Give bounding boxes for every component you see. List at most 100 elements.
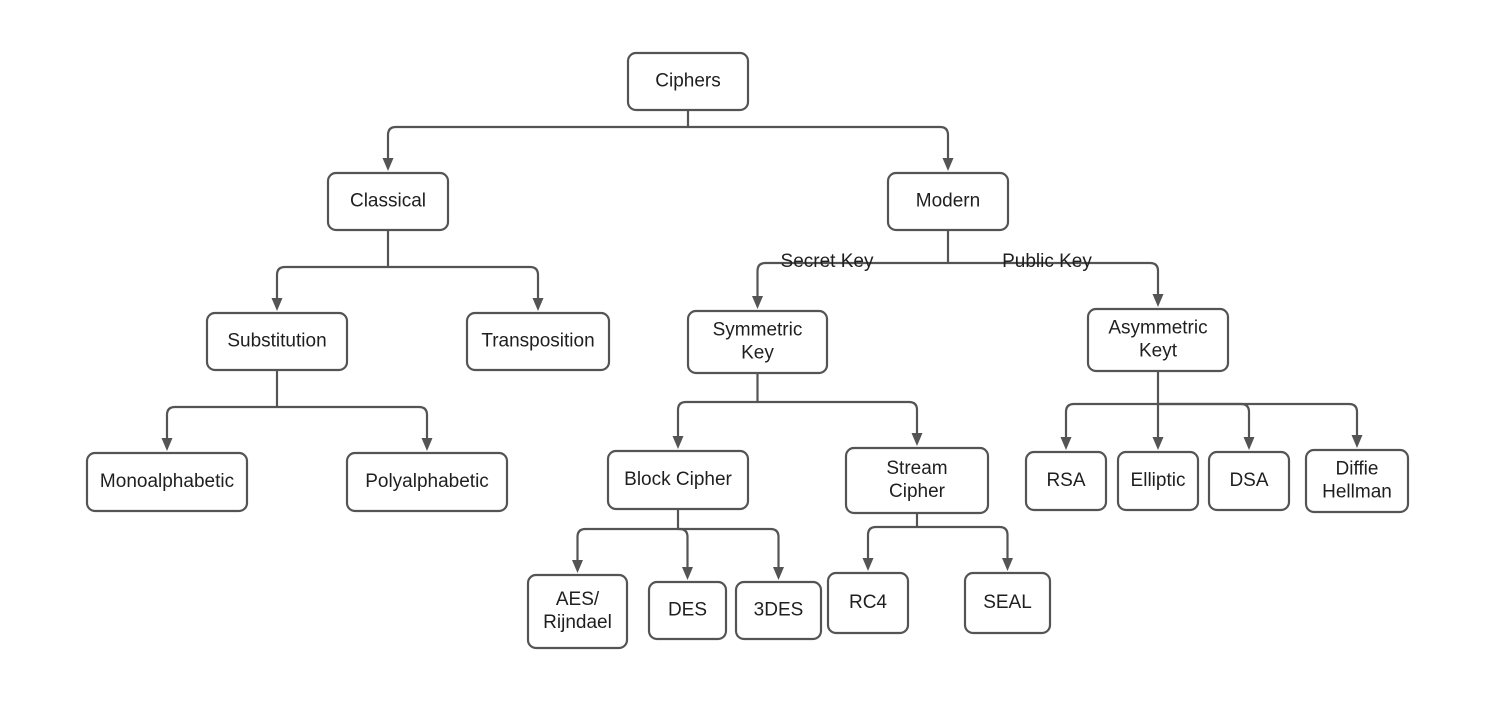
node-label-substitution: Substitution (227, 331, 326, 352)
edge-block-cipher-to-aes-rijndael (572, 527, 678, 573)
node-label-seal: SEAL (983, 592, 1032, 613)
node-modern[interactable]: Modern (886, 171, 1010, 232)
node-label-asymmetric: Keyt (1139, 341, 1178, 362)
edge-symmetric-to-block-cipher (672, 400, 758, 449)
node-aes-rijndael[interactable]: AES/Rijndael (526, 573, 629, 650)
node-label-symmetric: Key (741, 343, 774, 364)
node-elliptic[interactable]: Elliptic (1116, 450, 1200, 512)
node-substitution[interactable]: Substitution (205, 311, 349, 372)
edge-line (386, 125, 688, 158)
edge-block-cipher-to-3des (678, 527, 784, 580)
arrowhead-icon (1060, 437, 1072, 450)
edge-asymmetric-to-rsa (1060, 402, 1158, 450)
node-transposition[interactable]: Transposition (465, 311, 611, 372)
node-box-3des (734, 580, 823, 641)
label-secret-key: Secret Key (781, 251, 874, 272)
node-label-aes-rijndael: AES/ (556, 589, 600, 610)
arrowhead-icon (382, 158, 394, 171)
arrowhead-icon (672, 436, 684, 449)
edge-line (277, 405, 429, 438)
arrowhead-icon (161, 438, 173, 451)
edge-block-cipher-to-des (678, 527, 693, 580)
node-label-diffie-hellman: Diffie (1336, 459, 1379, 480)
edges-layer (161, 110, 1363, 580)
node-label-classical: Classical (350, 191, 426, 212)
edge-ciphers-to-modern (688, 125, 954, 171)
node-box-ciphers (626, 51, 750, 112)
arrowhead-icon (942, 158, 954, 171)
edge-line (678, 527, 689, 567)
node-label-rc4: RC4 (849, 592, 887, 613)
edge-line (1158, 402, 1359, 435)
node-box-monoalphabetic (85, 451, 249, 513)
node-box-classical (326, 171, 450, 232)
node-des[interactable]: DES (647, 580, 728, 641)
node-label-monoalphabetic: Monoalphabetic (100, 471, 234, 492)
node-rsa[interactable]: RSA (1024, 450, 1108, 512)
node-label-des: DES (668, 600, 707, 621)
node-box-polyalphabetic (345, 451, 509, 513)
edge-line (688, 125, 950, 158)
arrowhead-icon (271, 298, 283, 311)
edge-line (756, 261, 948, 296)
node-label-diffie-hellman: Hellman (1322, 482, 1392, 503)
arrowhead-icon (752, 296, 763, 309)
edge-classical-to-substitution (271, 265, 388, 311)
node-label-modern: Modern (916, 191, 980, 212)
edge-line (1158, 402, 1251, 437)
node-label-3des: 3DES (754, 600, 804, 621)
node-3des[interactable]: 3DES (734, 580, 823, 641)
node-label-polyalphabetic: Polyalphabetic (365, 471, 489, 492)
edge-modern-to-symmetric (752, 261, 948, 309)
node-label-dsa: DSA (1229, 470, 1268, 491)
node-box-diffie-hellman (1304, 448, 1410, 514)
arrowhead-icon (1351, 435, 1363, 448)
node-box-aes-rijndael (526, 573, 629, 650)
edge-line (165, 405, 277, 438)
node-ciphers[interactable]: Ciphers (626, 51, 750, 112)
node-seal[interactable]: SEAL (963, 571, 1052, 635)
node-box-transposition (465, 311, 611, 372)
edge-line (678, 527, 780, 567)
node-box-seal (963, 571, 1052, 635)
node-box-elliptic (1116, 450, 1200, 512)
edge-stream-cipher-to-rc4 (862, 525, 917, 571)
edge-asymmetric-to-dsa (1158, 402, 1255, 450)
edge-classical-to-transposition (388, 265, 544, 311)
node-monoalphabetic[interactable]: Monoalphabetic (85, 451, 249, 513)
node-block-cipher[interactable]: Block Cipher (606, 449, 750, 511)
node-box-asymmetric (1086, 307, 1230, 373)
node-polyalphabetic[interactable]: Polyalphabetic (345, 451, 509, 513)
node-label-ciphers: Ciphers (655, 71, 720, 92)
node-classical[interactable]: Classical (326, 171, 450, 232)
node-rc4[interactable]: RC4 (826, 571, 910, 635)
arrowhead-icon (773, 567, 784, 580)
edge-stream-cipher-to-seal (917, 525, 1013, 571)
node-label-transposition: Transposition (481, 331, 594, 352)
edge-line (388, 265, 540, 298)
edge-modern-to-asymmetric (948, 261, 1164, 307)
edge-line (917, 525, 1009, 558)
edge-line (676, 400, 758, 436)
node-box-substitution (205, 311, 349, 372)
node-label-aes-rijndael: Rijndael (543, 612, 612, 633)
edge-line (866, 525, 917, 558)
arrowhead-icon (1152, 294, 1164, 307)
edge-ciphers-to-classical (382, 125, 688, 171)
arrowhead-icon (572, 560, 583, 573)
node-box-stream-cipher (844, 446, 990, 515)
edge-line (948, 261, 1160, 294)
edge-line (1064, 402, 1158, 437)
node-dsa[interactable]: DSA (1207, 450, 1291, 512)
node-label-symmetric: Symmetric (713, 320, 803, 341)
edge-asymmetric-to-elliptic (1152, 404, 1164, 450)
arrowhead-icon (532, 298, 544, 311)
edge-substitution-to-monoalphabetic (161, 405, 277, 451)
arrowhead-icon (421, 438, 433, 451)
